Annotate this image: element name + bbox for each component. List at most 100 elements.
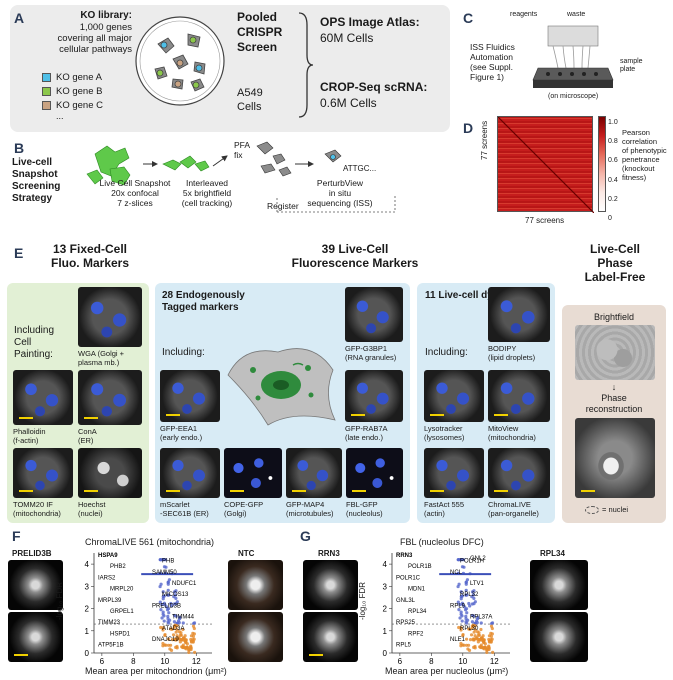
heatmap-colorbar: [598, 116, 606, 212]
f-gene-label: MRPL39: [98, 598, 122, 604]
g-data-point: [464, 637, 469, 641]
g-data-point: [470, 624, 474, 628]
g-data-point: [477, 631, 481, 635]
label-line: GFP-EEA1: [160, 424, 198, 433]
g-data-point: [463, 608, 468, 612]
label-line: FBL-GFP: [346, 500, 378, 509]
label-line: GFP-G3BP1: [345, 344, 388, 353]
f-left-gene: PRELID3B: [12, 549, 52, 558]
g-data-point: [486, 646, 490, 650]
label-line: ChromaLIVE: [488, 500, 531, 509]
brightfield-image: [575, 325, 655, 380]
colorbar-tick: 0.4: [608, 176, 618, 184]
step-line: (cell tracking): [181, 198, 233, 208]
cona-image: [78, 370, 142, 425]
f-data-point: [174, 614, 178, 618]
g-xlabel: Mean area per nucleolus (μm²): [385, 666, 509, 676]
legend-line: penetrance: [622, 155, 660, 164]
g-data-point: [479, 627, 483, 632]
g3bp1-image: [345, 287, 403, 342]
label-line: (late endo.): [345, 433, 383, 442]
f-data-point: [167, 611, 171, 615]
phase-reconstruction-label: Phase reconstruction: [562, 393, 666, 415]
g-data-point: [470, 590, 475, 594]
f-data-point: [183, 646, 187, 650]
ko-gene-legend: KO gene A KO gene B KO gene C ...: [42, 70, 103, 121]
label-line: (lysosomes): [424, 433, 465, 442]
f-data-point: [161, 594, 165, 599]
g-data-point: [461, 603, 465, 607]
text-line: Tagged markers: [162, 302, 239, 313]
g-gene-label: GNL3L: [396, 598, 416, 604]
g-data-point: [464, 643, 469, 647]
g-gene-label: POLR1H: [460, 559, 484, 565]
g-data-point: [489, 637, 493, 642]
phase-title: Live-Cell Phase Label-Free: [560, 242, 670, 284]
panel-b-title-line: Screening: [12, 181, 61, 192]
step-live-snapshot: Live Cell Snapshot 20x confocal 7 z-slic…: [95, 178, 175, 208]
ops-title: OPS Image Atlas:: [320, 15, 420, 29]
label-line: GFP-RAB7A: [345, 424, 388, 433]
mitoview-label: MitoView(mitochondria): [488, 424, 536, 442]
legend-line: fitness): [622, 173, 647, 182]
sec61b-label: mScarlet-SEC61B (ER): [160, 500, 209, 518]
lysotracker-image: [424, 370, 484, 422]
g-gene-label: RPL37A: [470, 615, 492, 621]
hoechst-image: [78, 448, 142, 498]
text-line: reconstruction: [585, 404, 643, 414]
f-y-tick-label: 2: [85, 605, 90, 614]
ko-gene-b-swatch: [42, 86, 51, 96]
nuclei-legend: = nuclei: [585, 505, 628, 514]
f-gene-label: HSPD1: [110, 631, 131, 637]
g-data-point: [467, 601, 471, 606]
colorbar-tick: 0.6: [608, 157, 618, 165]
ops-value: 60M Cells: [320, 31, 374, 45]
g-data-point: [487, 634, 492, 638]
g-data-point: [459, 628, 463, 632]
g-data-point: [472, 614, 476, 618]
title-line: Live-Cell: [589, 242, 640, 256]
f-y-tick-label: 1: [85, 627, 90, 636]
fastact-image: [424, 448, 484, 498]
g-gene-label: GNL2: [470, 556, 486, 562]
f-data-point: [170, 638, 175, 642]
g-data-point: [470, 620, 475, 624]
f-ylabel: -log₁₀ FDR: [55, 581, 64, 620]
label-line: (microtubules): [286, 509, 334, 518]
f-data-point: [158, 584, 162, 589]
cells-label: A549 Cells: [237, 86, 263, 114]
label-line: (Golgi): [224, 509, 247, 518]
colorbar-tick: 0.8: [608, 138, 618, 146]
f-data-point: [168, 647, 172, 651]
label-line: TOMM20 IF: [13, 500, 53, 509]
f-y-tick-label: 3: [85, 582, 90, 591]
step-line: 7 z-slices: [117, 198, 153, 208]
cells-label-line: Cells: [237, 101, 262, 113]
g-data-point: [489, 624, 494, 628]
f-data-point: [167, 621, 171, 625]
colorbar-tick: 0: [608, 215, 612, 223]
f-data-point: [192, 621, 197, 625]
cope-image: [224, 448, 282, 498]
g-y-tick-label: 2: [383, 605, 388, 614]
legend-line: Pearson: [622, 128, 650, 137]
text-line: Painting:: [14, 349, 53, 360]
f-data-point: [169, 601, 173, 606]
f-data-point: [159, 625, 163, 630]
step-line: 5x brightfield: [182, 188, 232, 198]
g3bp1-label: GFP-G3BP1(RNA granules): [345, 344, 396, 362]
f-gene-label: PHB2: [110, 564, 126, 570]
label-line: FastAct 555: [424, 500, 465, 509]
ko-gene-item: KO gene C: [42, 98, 103, 112]
wga-image: [78, 287, 142, 347]
g-left-image-top: [303, 560, 358, 610]
label-line: (RNA granules): [345, 353, 397, 362]
f-right-gene: NTC: [238, 549, 255, 558]
panel-letter-g: G: [300, 528, 311, 544]
label-line: -SEC61B (ER): [160, 509, 209, 518]
g-data-point: [458, 616, 462, 620]
f-y-tick-label: 4: [85, 560, 90, 569]
f-data-point: [184, 640, 188, 644]
eea1-label: GFP-EEA1(early endo.): [160, 424, 202, 442]
crop-title: CROP-Seq scRNA:: [320, 80, 428, 94]
